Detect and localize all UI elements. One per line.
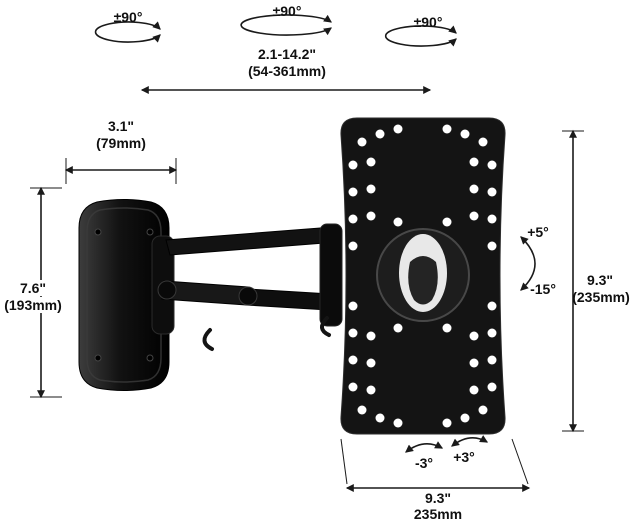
depth-label-mm: (79mm): [96, 135, 146, 151]
plate-height-dimension-arrow: [562, 129, 584, 433]
articulating-arm: [151, 223, 343, 351]
pivot-mechanism: [376, 228, 470, 322]
plate-height-label-mm: (235mm): [572, 289, 630, 305]
depth-dimension-arrow: [64, 158, 178, 184]
vesa-plate: [340, 117, 506, 435]
plate-width-dimension-arrow: [340, 438, 531, 492]
plate-height-label-inches: 9.3": [586, 272, 614, 288]
plate-width-label-mm: 235mm: [413, 506, 463, 522]
swivel-center-label: ±90°: [272, 3, 302, 19]
fine-swivel-arrows-icon: [405, 435, 489, 453]
fine-swivel-neg-label: -3°: [414, 455, 434, 471]
fine-swivel-pos-label: +3°: [453, 449, 475, 465]
swivel-arrow-center-icon: [240, 14, 332, 36]
swivel-arrow-right-icon: [384, 25, 457, 47]
extension-label-mm: (54-361mm): [248, 63, 326, 79]
depth-label-inches: 3.1": [107, 118, 135, 134]
wall-height-label-inches: 7.6": [17, 280, 49, 297]
wall-mount-illustration: [78, 117, 506, 435]
swivel-left-label: ±90°: [113, 9, 143, 25]
wall-height-label-mm: (193mm): [2, 297, 64, 314]
extension-label-inches: 2.1-14.2": [257, 46, 317, 62]
tilt-up-label: +5°: [527, 224, 549, 240]
plate-width-label-inches: 9.3": [424, 490, 452, 506]
swivel-right-label: ±90°: [413, 14, 443, 30]
swivel-arrow-left-icon: [94, 21, 161, 43]
tilt-arrow-icon: [520, 236, 536, 291]
tilt-down-label: -15°: [530, 281, 556, 297]
wall-plate: [78, 199, 170, 391]
